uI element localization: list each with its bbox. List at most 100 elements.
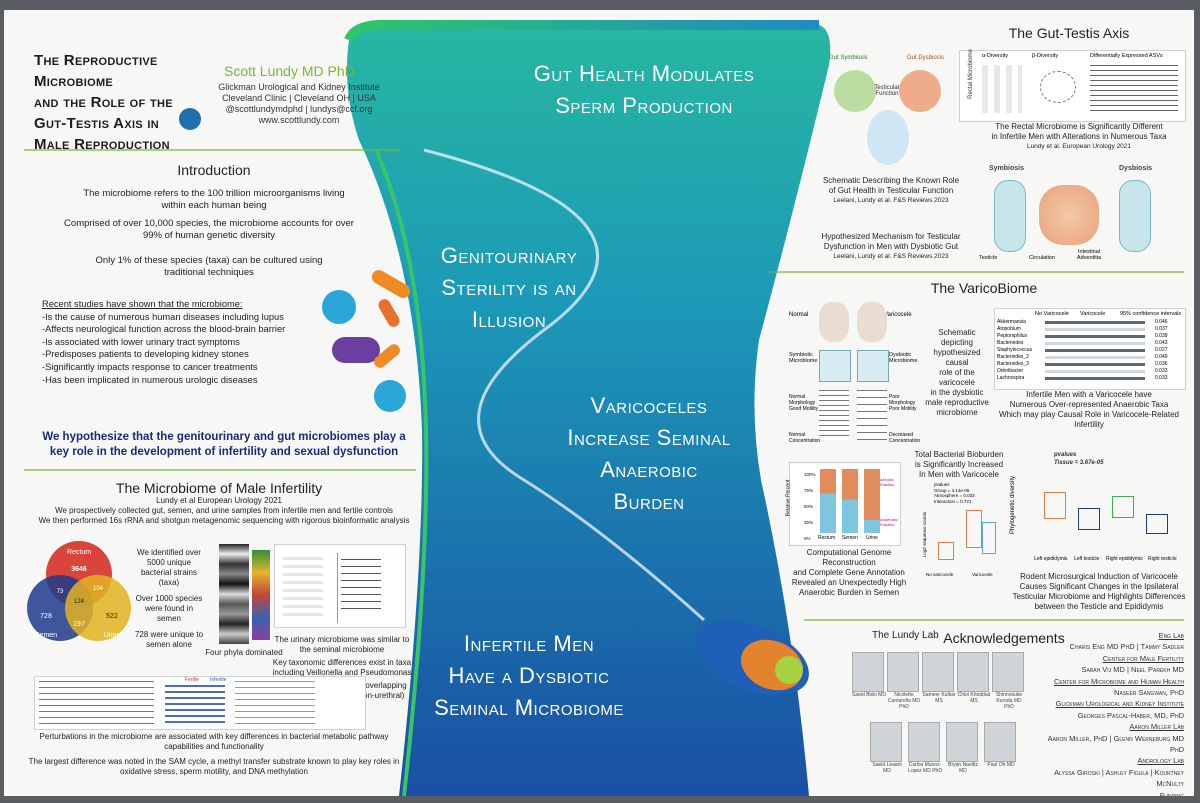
caption-line: varicocele [938,378,975,387]
schematic-label: Decreased Concentration [889,432,921,444]
burden-ylabel: Log2 sequence counts [922,511,928,558]
bacteria-illustration [312,267,422,425]
gut-testis-caption: The Rectal Microbiome is Significantly D… [969,122,1189,152]
ack-line: Andrology Lab [1137,756,1184,766]
phyla-legend [252,550,270,640]
div-xlabel: Right testicle [1148,556,1177,562]
hypothesis-statement: We hypothesize that the genitourinary an… [42,431,406,458]
schematic-caption: Schematic depicting hypothesized causal … [922,328,992,418]
taxa-pvalue: 0.027 [1155,347,1168,353]
statement-line: Illusion [471,307,547,332]
taxa-name: Akkermansia [997,319,1026,325]
taxa-name: Bacteroides_2 [997,354,1029,360]
plot-label: β-Diversity [1032,53,1059,59]
rectal-microbiome-plots: Rectal Microbiome α-Diversity β-Diversit… [959,49,1186,122]
bacterium-icon [332,337,380,363]
caption-line: The Rectal Microbiome is Significantly D… [995,122,1163,131]
taxa-name: Odoribacter [997,368,1024,374]
list-item: -Is the cause of numerous human diseases… [42,311,284,322]
plot-label: Differentially Expressed ASVs [1090,53,1163,59]
ack-line: Alyssa Giroski | Ashley Figula | Kourtne… [1054,767,1184,789]
statement-line: Seminal Microbiome [434,695,624,720]
caption-line: Schematic [938,328,976,337]
ack-line: Glickman Urological and Kidney Institute [1055,699,1184,709]
taxa-bar [1045,377,1145,380]
ack-line: Center for Male Fertility [1102,653,1184,663]
list-item: -Significantly impacts response to cance… [42,361,258,372]
diagram-label: Testicle [979,255,998,261]
statement-line: Gut Health Modulates [533,61,755,86]
caption-line: Hypothesized Mechanism for Testicular [821,232,961,241]
forest-caption: Infertile Men with a Varicocele have Num… [989,390,1189,430]
virus-icon [322,290,356,324]
caption-line: in the dysbiotic [930,388,984,397]
venn-value: 522 [106,613,118,620]
member-name: Carlos Munoz-Lopez MD PhD [908,762,942,774]
caption-line: Numerous Over-represented Anaerobic Taxa [1009,400,1169,409]
legend-no-varicocele: No Varicocele [1035,311,1069,317]
schematic-label: Normal Morphology Good Motility [789,394,819,412]
taxa-bar [1045,342,1145,345]
schematic-label: Normal [789,312,809,318]
urinary-note: Key taxonomic differences exist in taxa … [272,658,412,677]
venn-note: We identified over 5000 unique bacterial… [137,548,201,587]
legend-varicocele: Varicocele [1080,311,1106,317]
schematic-label: Symbiotic Microbiome [789,352,818,364]
ack-line: Aaron Miller, PhD | Glenn Werneburg MD P… [1047,733,1184,755]
statement-line: Sperm Production [555,93,733,118]
avatar [922,652,954,692]
list-item: -Has been implicated in numerous urologi… [42,374,258,385]
div-title: Tissue = 3.67e-05 [1054,460,1104,466]
caption-line: Computational Genome Reconstruction [806,548,892,567]
stat-line: Atmosphere = 0.033 [934,493,975,498]
infertility-citation: Lundy et al European Urology 2021 [156,496,282,505]
intro-header: Introduction [177,162,251,178]
caption-line: Revealed an Unexpectedly High [791,578,907,587]
phyla-caption: Four phyla dominated [205,648,283,657]
intro-list-header: Recent studies have shown that the micro… [42,299,243,309]
avatar [957,652,989,692]
affiliation-line: @scottlundymdphd | lundys@ccf.org [225,104,373,114]
schematic-label: Varicocele [884,312,912,318]
affiliation-line: www.scottlundy.com [258,115,340,125]
caption-line: Dysfunction in Men with Dysbiotic Gut [823,242,959,251]
member-name: Nicolette Cantarella MD PhD [888,692,920,710]
stat-line: Interaction = 0.721 [934,498,972,504]
taxa-bar [1045,356,1145,359]
caption-line: is Significantly Increased [914,460,1004,469]
gut-testis-diagram: Gut Symbiosis Testicular Function Gut Dy… [829,50,949,170]
infertility-desc: We prospectively collected gut, semen, a… [34,506,414,526]
tick: 75% [804,488,814,493]
plot-label: Rectal Microbiome [967,49,974,99]
bar-caption: Computational Genome Reconstruction and … [784,548,914,598]
caption-line: Anaerobic Burden in Semen [798,588,900,597]
ack-line: Sarah Vij MD | Neel Parekh MD [1081,665,1184,675]
diagram-label: Gut Symbiosis [829,55,868,61]
diagram-label: Symbiosis [989,165,1025,172]
affiliation-line: Cleveland Clinic | Cleveland OH | USA [222,93,376,103]
diagram-label: Testicular Function [874,85,900,97]
taxa-pvalue: 0.043 [1155,340,1168,346]
bar-legend: Anaerobic Fraction [880,517,899,527]
taxa-forest-plot: No Varicocele Varicocele 95% confidence … [994,308,1186,390]
bar-semen [842,469,858,533]
div-title: pvalues [1054,452,1077,458]
intro-paragraph: Only 1% of these species (taxa) can be c… [95,255,323,278]
intro-paragraph: Comprised of over 10,000 species, the mi… [64,218,354,241]
taxa-bar [1045,363,1145,366]
taxa-bar [1045,370,1145,373]
tick: 100% [804,472,816,477]
center-shape [24,20,1184,796]
virus-icon [374,380,406,412]
caption-line: causal [945,358,969,367]
taxa-bar [1045,349,1145,352]
list-item: -Is associated with lower urinary tract … [42,336,240,347]
bar-category: Rectum [818,535,836,541]
venn-value: 3646 [71,566,87,573]
venn-label: Urine [104,632,121,639]
venn-note: Over 1000 species were found in semen [135,594,203,623]
bottom-notes: Perturbations in the microbiome are asso… [24,732,404,777]
varicobiome-header: The VaricoBiome [930,280,1038,296]
affiliation-line: Glickman Urological and Kidney Institute [218,82,380,92]
